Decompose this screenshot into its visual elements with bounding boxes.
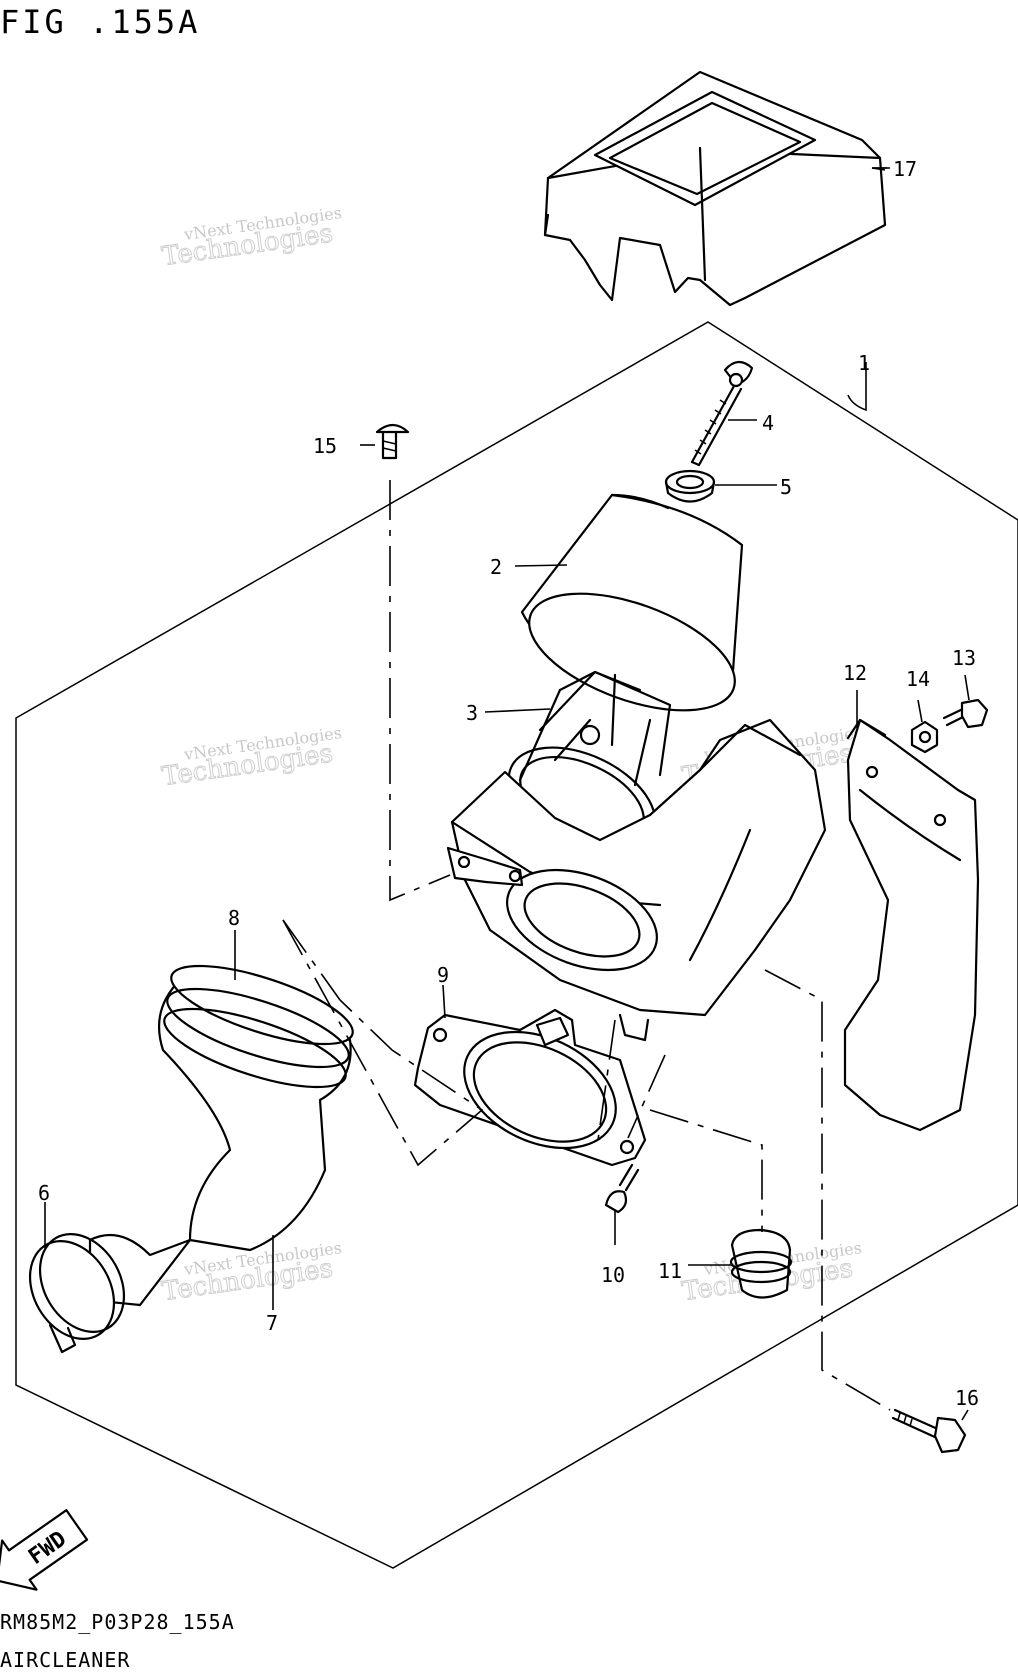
callout-8: 8: [228, 906, 240, 930]
airbox-case: [446, 718, 827, 1042]
part-16-bolt: [891, 1408, 967, 1454]
fwd-arrow-icon: FWD: [0, 1509, 89, 1591]
callout-12: 12: [843, 661, 867, 685]
assembly-boundary: [15, 321, 1018, 1569]
part-13-bolt: [942, 698, 989, 729]
part-10-screw: [604, 1163, 640, 1214]
part-14-nut: [910, 720, 939, 754]
part-8-intake-boot: [158, 964, 354, 1252]
callout-17: 17: [893, 157, 917, 181]
callout-6: 6: [38, 1181, 50, 1205]
part-17-cover: [543, 70, 887, 307]
callout-10: 10: [601, 1263, 625, 1287]
callout-9: 9: [437, 963, 449, 987]
callout-14: 14: [906, 667, 930, 691]
part-12-intake-cover: [843, 718, 980, 1132]
callout-labels: 1 2 3 4 5 6 7 8 9 10 11 12 13 14 15 16 1…: [38, 157, 979, 1410]
callout-4: 4: [762, 411, 774, 435]
callout-7: 7: [266, 1311, 278, 1335]
figure-label: FIG .155A: [0, 3, 201, 41]
part-9-flange: [413, 1008, 647, 1167]
section-title: AIRCLEANER: [0, 1648, 131, 1672]
reference-lines: [282, 480, 891, 1411]
callout-15: 15: [313, 434, 337, 458]
part-4-wing-bolt: [690, 360, 754, 467]
part-2-filter-element: [520, 493, 744, 712]
callout-13: 13: [952, 646, 976, 670]
callout-11: 11: [658, 1259, 682, 1283]
callout-3: 3: [466, 701, 478, 725]
part-15-screw: [375, 423, 410, 460]
part-11-drain-cap: [729, 1228, 793, 1299]
part-6-clamp: [28, 1233, 192, 1354]
drawing-code: RM85M2_P03P28_155A: [0, 1610, 235, 1634]
callout-5: 5: [780, 475, 792, 499]
callout-16: 16: [955, 1386, 979, 1410]
callout-1: 1: [858, 351, 870, 375]
part-5-washer: [664, 469, 716, 503]
leader-lines: [44, 167, 970, 1421]
callout-2: 2: [490, 555, 502, 579]
